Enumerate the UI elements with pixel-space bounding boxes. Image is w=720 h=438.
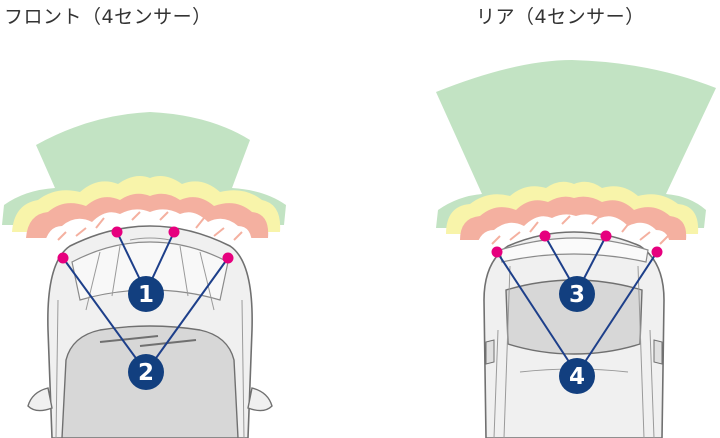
- front-sensor-right-corner: [222, 252, 234, 264]
- rear-sensor-left-corner: [491, 246, 503, 258]
- front-sensor-left-center: [111, 226, 123, 238]
- front-car-left-mirror: [27, 387, 53, 412]
- front-sensors: [57, 226, 234, 264]
- rear-sensor-left-center: [539, 230, 551, 242]
- front-zone-ticks: [57, 211, 243, 241]
- badge-4: 4: [559, 358, 595, 394]
- front-detection-zone: [2, 112, 286, 246]
- badge-3: 3: [559, 276, 595, 312]
- badge-1: 1: [128, 276, 164, 312]
- rear-zone-outer: [436, 60, 716, 228]
- front-car: [27, 225, 273, 438]
- badge-1-label: 1: [138, 282, 154, 308]
- rear-car-left-light: [485, 339, 495, 365]
- badge-3-label: 3: [569, 282, 585, 308]
- rear-zone-ticks: [491, 215, 669, 245]
- front-car-right-mirror: [247, 387, 273, 412]
- rear-car-roof-lines: [493, 265, 655, 438]
- rear-sensor-title: リア（4センサー）: [476, 6, 645, 28]
- front-sensor-left-corner: [57, 252, 69, 264]
- badge-2: 2: [128, 354, 164, 390]
- rear-car-rear-window: [505, 279, 643, 355]
- rear-sensor-right-center: [600, 230, 612, 242]
- rear-detection-zone: [436, 60, 716, 248]
- front-car-side-lines: [55, 299, 245, 438]
- rear-sensor-right-corner: [651, 246, 663, 258]
- front-car-hood-lines: [85, 237, 215, 311]
- rear-sensors: [491, 230, 663, 258]
- rear-car: [483, 231, 665, 438]
- front-sensor-right-center: [168, 226, 180, 238]
- rear-car-bumper: [499, 237, 649, 263]
- front-sensor-title: フロント（4センサー）: [4, 6, 212, 28]
- badge-2-label: 2: [138, 360, 154, 386]
- badge-4-label: 4: [569, 364, 585, 390]
- rear-car-right-light: [653, 339, 663, 365]
